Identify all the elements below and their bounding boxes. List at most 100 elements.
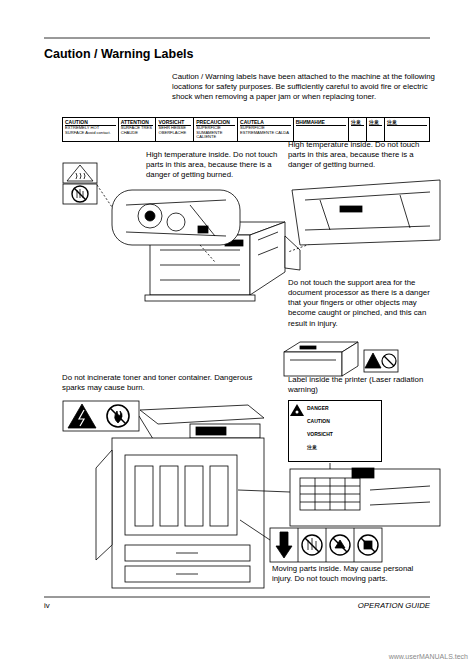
- hot-surface-icon: [63, 163, 97, 204]
- moving-parts-icon: [333, 538, 347, 552]
- label-heading: CAUTELA: [240, 119, 291, 126]
- printer-interior-sketch: [290, 463, 440, 526]
- pinch-icon: [364, 350, 398, 372]
- moving-parts-icon: [358, 535, 378, 555]
- callout-text: High temperature inside. Do not touch pa…: [146, 150, 284, 180]
- label-column: 注意: [349, 118, 367, 141]
- printer-front-sketch: [190, 424, 260, 438]
- printer-front-sketch: [176, 574, 198, 575]
- moving-parts-icon: [361, 538, 375, 552]
- printer-front-sketch: [160, 466, 178, 526]
- printer-front-sketch: [135, 466, 153, 526]
- pinch-icon: [384, 356, 394, 366]
- label-column: 注意: [367, 118, 385, 141]
- hot-area-inset: [288, 180, 440, 252]
- label-column: PRECAUCIONSUPERFICIE SUMAMENTE CALIENTE: [194, 118, 238, 141]
- fuser-inset: [145, 211, 155, 221]
- fuser-inset: [112, 190, 240, 245]
- label-text: VORSICHT: [307, 431, 378, 437]
- fuser-inset: [138, 204, 162, 228]
- callout-text: Do not incinerate toner and toner contai…: [62, 373, 267, 393]
- printer-front-sketch: [140, 405, 264, 424]
- callout-text: High temperature inside. Do not touch pa…: [288, 140, 438, 170]
- label-column: ВНИМАНИЕ: [294, 118, 350, 141]
- no-fire-icon: [79, 410, 84, 426]
- pinch-icon: [364, 350, 398, 372]
- label-text: DANGER: [307, 405, 378, 411]
- hot-surface-icon: [63, 163, 97, 183]
- page-number: iv: [44, 601, 84, 611]
- label-column: 注意: [385, 118, 429, 141]
- moving-parts-icon: [270, 528, 382, 562]
- hot-area-inset: [292, 180, 440, 245]
- pinch-icon: [382, 354, 396, 368]
- label-body: SURFACE TRES CHAUDE: [121, 126, 154, 135]
- moving-parts-icon: [330, 535, 350, 555]
- document-processor-sketch: [342, 342, 358, 376]
- copier-sketch: [285, 236, 300, 270]
- fuser-inset: [126, 200, 226, 236]
- label-column: CAUTELASUPERFICIE ESTREMAMENTE CALDA: [238, 118, 294, 141]
- label-heading: VORSICHT: [158, 119, 191, 126]
- no-fire-icon: [63, 401, 139, 431]
- laser-triangle: [290, 404, 304, 416]
- printer-front-sketch: [176, 553, 198, 554]
- pinch-icon: [365, 353, 381, 368]
- printer-front-sketch: [96, 450, 112, 560]
- label-body: SUPERFICIE ESTREMAMENTE CALDA: [240, 126, 291, 135]
- printer-front-sketch: [196, 427, 226, 435]
- printer-interior-sketch: [352, 468, 374, 478]
- fuser-inset: [198, 226, 208, 233]
- moving-parts-icon: [354, 528, 355, 562]
- caution-label-strip: CAUTIONEXTREMELY HOT SURFACE Avoid conta…: [62, 117, 430, 142]
- label-column: CAUTIONEXTREMELY HOT SURFACE Avoid conta…: [63, 118, 119, 141]
- copier-sketch: [258, 247, 278, 255]
- label-body: EXTREMELY HOT SURFACE Avoid contact.: [65, 126, 116, 135]
- label-column: ATTENTIONSURFACE TRES CHAUDE: [119, 118, 157, 141]
- watermark: www.userMANUALS.tech: [320, 652, 468, 661]
- hot-surface-icon: [72, 186, 88, 202]
- copier-sketch: [160, 250, 240, 251]
- label-body: SEHR HEISSE OBERFLACHE: [158, 126, 191, 135]
- label-heading: CAUTION: [65, 119, 116, 126]
- printer-front-sketch: [125, 545, 250, 561]
- label-body: SUPERFICIE SUMAMENTE CALIENTE: [196, 126, 235, 140]
- fuser-inset: [200, 245, 215, 262]
- moving-parts-icon: [326, 528, 327, 562]
- moving-parts-icon: [298, 528, 299, 562]
- hot-surface-icon: [67, 165, 93, 181]
- hot-area-inset: [288, 244, 310, 252]
- printer-interior-sketch: [330, 463, 331, 469]
- label-column: VORSICHTSEHR HEISSE OBERFLACHE: [156, 118, 194, 141]
- footer-title: OPERATION GUIDE: [300, 601, 430, 611]
- page-rule: [44, 38, 430, 39]
- label-text: 注意: [307, 444, 378, 450]
- printer-interior-sketch: [300, 478, 360, 510]
- no-fire-icon: [68, 404, 96, 428]
- label-heading: 注意: [369, 119, 382, 126]
- leader-line: [240, 520, 270, 540]
- laser-triangle: [290, 404, 304, 416]
- printer-front-sketch: [112, 438, 264, 588]
- hot-area-inset: [340, 206, 362, 212]
- printer-interior-sketch: [290, 469, 440, 526]
- hot-surface-icon: [63, 184, 97, 204]
- leader-line: [238, 490, 290, 492]
- callout-text: Label inside the printer (Laser radiatio…: [288, 375, 438, 395]
- copier-sketch: [258, 232, 278, 240]
- fuser-inset: [97, 185, 240, 262]
- printer-front-sketch: [96, 405, 264, 588]
- copier-sketch: [250, 222, 285, 295]
- callout-text: Do not touch the support area for the do…: [288, 278, 440, 329]
- fuser-inset: [97, 185, 114, 210]
- label-heading: ВНИМАНИЕ: [296, 119, 347, 126]
- printer-front-sketch: [125, 566, 250, 582]
- printer-front-sketch: [185, 466, 203, 526]
- document-processor-sketch: [290, 360, 336, 361]
- label-heading: PRECAUCION: [196, 119, 235, 126]
- printer-interior-sketch: [300, 478, 360, 510]
- document-processor-sketch: [284, 352, 342, 376]
- label-heading: 注意: [387, 119, 427, 126]
- copier-sketch: [160, 265, 240, 266]
- no-fire-icon: [107, 405, 129, 427]
